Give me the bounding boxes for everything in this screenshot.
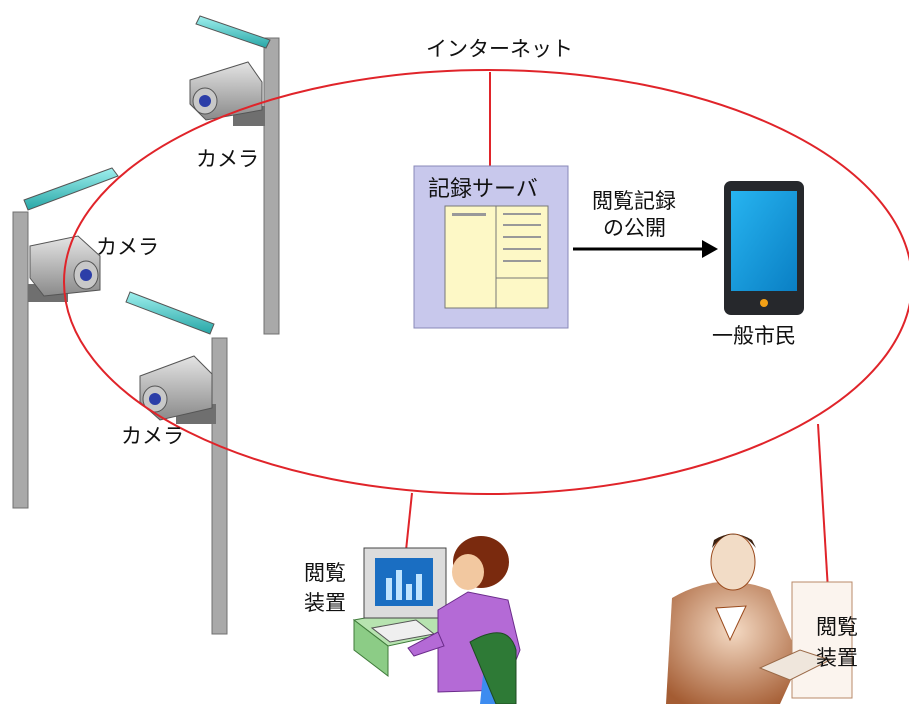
camera-label: カメラ xyxy=(196,147,259,171)
street-pole-1 xyxy=(195,15,280,335)
viewer-label-line1: 閲覧 xyxy=(304,561,346,585)
publish-arrow xyxy=(573,240,718,258)
camera-label: カメラ xyxy=(96,235,159,259)
viewer-label-line2: 装置 xyxy=(816,646,858,670)
camera-label: カメラ xyxy=(121,424,184,448)
viewer-man-computer-icon xyxy=(666,533,853,704)
camera-icon xyxy=(139,355,216,424)
arrow-label-line2: の公開 xyxy=(603,216,666,240)
server-label: 記録サーバ xyxy=(428,177,538,202)
citizen-label: 一般市民 xyxy=(712,324,796,348)
camera-icon xyxy=(189,61,265,126)
tablet-icon xyxy=(724,181,804,315)
street-pole-3 xyxy=(125,291,228,635)
viewer-label-line2: 装置 xyxy=(304,591,346,615)
viewer-label-line1: 閲覧 xyxy=(816,615,858,639)
record-server xyxy=(413,165,569,329)
arrow-label-line1: 閲覧記録 xyxy=(592,189,676,213)
viewer-woman-computer-icon xyxy=(352,536,521,704)
internet-label: インターネット xyxy=(426,37,573,61)
street-pole-2 xyxy=(12,167,119,509)
